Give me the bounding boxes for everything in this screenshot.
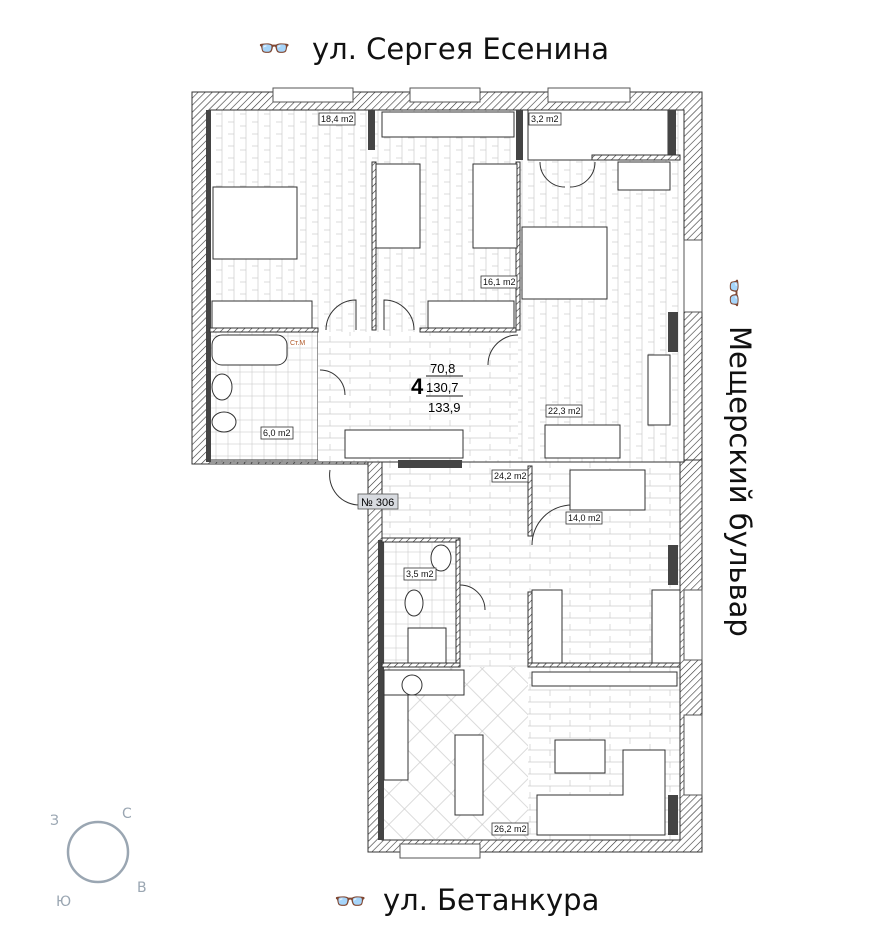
room-labels: 18,4 m2 16,1 m2 3,2 m2 22,3 m2 6,0 m2 24… bbox=[260, 112, 603, 836]
svg-text:14,0 m2: 14,0 m2 bbox=[568, 513, 601, 523]
bed-1 bbox=[212, 186, 298, 260]
coffee-table bbox=[554, 739, 606, 774]
sink-2 bbox=[404, 589, 424, 617]
svg-text:22,3 m2: 22,3 m2 bbox=[548, 406, 581, 416]
rooms-count: 4 bbox=[411, 374, 424, 399]
street-bottom-label: ул. Бетанкура bbox=[383, 883, 599, 917]
bathtub bbox=[211, 334, 288, 366]
furniture bbox=[211, 111, 681, 836]
riser-label: Ст.М bbox=[290, 340, 305, 347]
svg-text:3,5 m2: 3,5 m2 bbox=[406, 569, 434, 579]
binoculars-icon: 👓 bbox=[334, 886, 366, 916]
street-top: 👓 ул. Сергея Есенина bbox=[258, 32, 609, 66]
total-area: 130,7 bbox=[426, 380, 459, 395]
svg-text:6,0 m2: 6,0 m2 bbox=[263, 428, 291, 438]
street-top-label: ул. Сергея Есенина bbox=[312, 32, 609, 66]
tv-stand bbox=[531, 671, 678, 687]
svg-text:24,2 m2: 24,2 m2 bbox=[494, 471, 527, 481]
binoculars-icon: 👓 bbox=[258, 33, 290, 63]
binoculars-icon: 👓 bbox=[720, 278, 747, 308]
bed-master bbox=[521, 226, 608, 300]
compass-east: В bbox=[137, 880, 147, 896]
sofa-office bbox=[569, 469, 646, 511]
interior-walls bbox=[206, 110, 681, 840]
area-summary: 4 70,8 130,7 133,9 bbox=[411, 361, 463, 415]
street-right: 👓 Мещерский бульвар bbox=[720, 278, 757, 637]
desk-master bbox=[617, 161, 671, 191]
apartment-number: № 306 bbox=[357, 493, 399, 510]
room-label-kids-room: 16,1 m2 bbox=[480, 275, 518, 289]
shower bbox=[407, 627, 447, 664]
kitchen-counter bbox=[383, 669, 465, 696]
doors bbox=[319, 161, 596, 611]
kitchen-column bbox=[383, 694, 409, 781]
svg-text:16,1 m2: 16,1 m2 bbox=[483, 277, 516, 287]
kitchen-sink bbox=[401, 674, 423, 696]
master-dresser bbox=[544, 424, 621, 459]
living-area: 70,8 bbox=[430, 361, 455, 376]
street-bottom: 👓 ул. Бетанкура bbox=[334, 883, 599, 917]
bed-kids-1 bbox=[375, 163, 421, 249]
hall-wardrobe bbox=[344, 429, 464, 459]
svg-text:18,4 m2: 18,4 m2 bbox=[321, 114, 354, 124]
corner-sofa bbox=[536, 749, 666, 836]
sink-1 bbox=[211, 373, 233, 401]
compass-west: З bbox=[50, 813, 59, 829]
toilet-1 bbox=[211, 411, 237, 433]
windows bbox=[272, 87, 703, 859]
desk-kids bbox=[381, 111, 515, 138]
dining-table bbox=[454, 734, 484, 816]
wardrobe-1 bbox=[211, 300, 313, 329]
wardrobe-2 bbox=[427, 300, 515, 329]
total-area-with-balcony: 133,9 bbox=[428, 400, 461, 415]
room-label-hall: 24,2 m2 bbox=[491, 469, 529, 483]
office-desk bbox=[651, 589, 681, 664]
toilet-2 bbox=[430, 544, 452, 572]
room-label-bathroom-2: 3,5 m2 bbox=[403, 567, 437, 581]
svg-text:26,2 m2: 26,2 m2 bbox=[494, 824, 527, 834]
room-label-wardrobe: 3,2 m2 bbox=[528, 112, 562, 126]
compass-south: Ю bbox=[56, 894, 71, 910]
office-closet bbox=[531, 589, 563, 664]
master-wardrobe bbox=[647, 354, 671, 426]
compass: З С В Ю bbox=[50, 806, 147, 910]
room-label-bedroom-1: 18,4 m2 bbox=[318, 112, 356, 126]
room-label-kitchen-living: 26,2 m2 bbox=[491, 822, 529, 836]
room-label-office: 14,0 m2 bbox=[565, 511, 603, 525]
room-label-bathroom-1: 6,0 m2 bbox=[260, 426, 294, 440]
room-label-bedroom-master: 22,3 m2 bbox=[545, 404, 583, 418]
svg-text:3,2 m2: 3,2 m2 bbox=[531, 114, 559, 124]
bed-kids-2 bbox=[472, 163, 518, 249]
svg-text:№ 306: № 306 bbox=[361, 497, 394, 509]
street-right-label: Мещерский бульвар bbox=[723, 326, 757, 637]
compass-north: С bbox=[122, 806, 132, 822]
